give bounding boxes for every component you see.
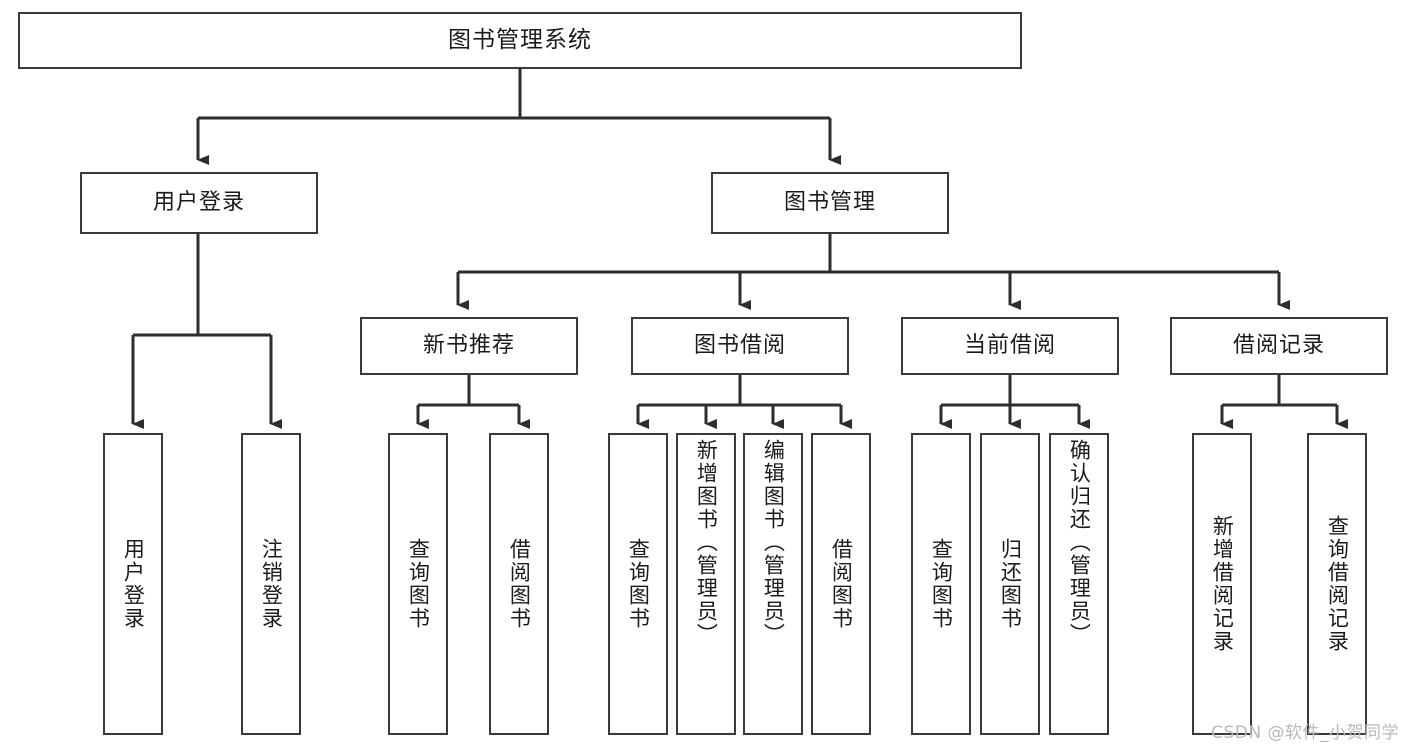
node-label: 当前借阅	[963, 332, 1056, 358]
node-book-management[interactable]: 图书管理	[711, 172, 949, 234]
leaf-current-borrow-confirm-return[interactable]: 确认归还（管理员）	[1049, 433, 1109, 735]
leaf-label: 编辑图书（管理员）	[761, 439, 786, 646]
leaf-text-wrap: 归还图书	[982, 435, 1038, 733]
node-label: 新书推荐	[422, 332, 515, 358]
leaf-text-wrap: 查询图书	[610, 435, 666, 733]
leaf-text-wrap: 编辑图书（管理员）	[745, 435, 801, 737]
leaf-book-borrow-edit[interactable]: 编辑图书（管理员）	[743, 433, 803, 735]
leaf-label: 查询图书	[929, 538, 954, 630]
leaf-borrow-record-add[interactable]: 新增借阅记录	[1192, 433, 1252, 735]
node-label: 借阅记录	[1232, 332, 1325, 358]
leaf-new-book-borrow[interactable]: 借阅图书	[489, 433, 549, 735]
leaf-current-borrow-query[interactable]: 查询图书	[911, 433, 971, 735]
csdn-watermark: CSDN @软件_小贺同学	[1211, 723, 1399, 743]
leaf-book-borrow-add[interactable]: 新增图书（管理员）	[676, 433, 736, 735]
leaf-text-wrap: 新增图书（管理员）	[678, 435, 734, 737]
leaf-label: 注销登录	[259, 538, 284, 630]
leaf-label: 新增图书（管理员）	[694, 439, 719, 646]
leaf-label: 查询图书	[626, 538, 651, 630]
leaf-label: 用户登录	[121, 538, 146, 630]
node-label: 用户登录	[152, 189, 245, 215]
leaf-text-wrap: 查询图书	[913, 435, 969, 733]
leaf-user-login-logout[interactable]: 注销登录	[241, 433, 301, 735]
leaf-text-wrap: 确认归还（管理员）	[1051, 435, 1107, 737]
node-user-login[interactable]: 用户登录	[80, 172, 318, 234]
node-root-book-management-system[interactable]: 图书管理系统	[18, 12, 1022, 69]
leaf-label: 确认归还（管理员）	[1067, 439, 1092, 646]
leaf-text-wrap: 查询图书	[390, 435, 446, 733]
leaf-text-wrap: 新增借阅记录	[1194, 435, 1250, 733]
node-label: 图书管理系统	[448, 26, 592, 53]
leaf-label: 新增借阅记录	[1210, 515, 1235, 653]
leaf-text-wrap: 注销登录	[243, 435, 299, 733]
leaf-user-login-login[interactable]: 用户登录	[103, 433, 163, 735]
leaf-book-borrow-borrow[interactable]: 借阅图书	[811, 433, 871, 735]
leaf-text-wrap: 用户登录	[105, 435, 161, 733]
node-borrow-record[interactable]: 借阅记录	[1170, 317, 1388, 375]
leaf-text-wrap: 查询借阅记录	[1309, 435, 1365, 733]
leaf-label: 归还图书	[998, 538, 1023, 630]
node-label: 图书借阅	[693, 332, 786, 358]
leaf-label: 借阅图书	[829, 538, 854, 630]
leaf-label: 查询图书	[406, 538, 431, 630]
node-new-book-recommend[interactable]: 新书推荐	[360, 317, 578, 375]
leaf-new-book-query[interactable]: 查询图书	[388, 433, 448, 735]
leaf-borrow-record-query[interactable]: 查询借阅记录	[1307, 433, 1367, 735]
leaf-label: 借阅图书	[507, 538, 532, 630]
leaf-label: 查询借阅记录	[1325, 515, 1350, 653]
leaf-text-wrap: 借阅图书	[813, 435, 869, 733]
leaf-book-borrow-query[interactable]: 查询图书	[608, 433, 668, 735]
node-label: 图书管理	[783, 189, 876, 215]
leaf-text-wrap: 借阅图书	[491, 435, 547, 733]
node-book-borrow[interactable]: 图书借阅	[631, 317, 849, 375]
node-current-borrow[interactable]: 当前借阅	[901, 317, 1119, 375]
leaf-current-borrow-return[interactable]: 归还图书	[980, 433, 1040, 735]
